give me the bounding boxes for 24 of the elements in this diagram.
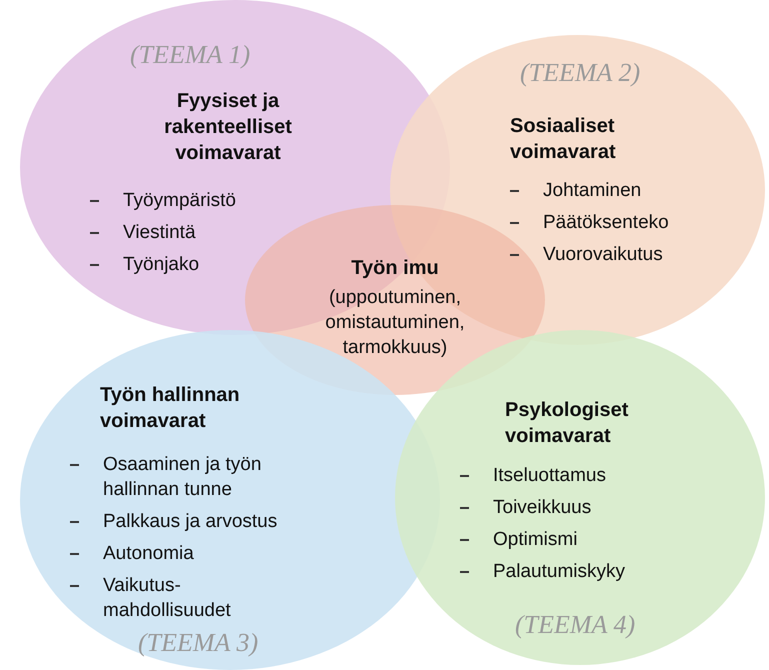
heading: Sosiaaliset voimavarat	[510, 114, 617, 165]
description-text: (uppoutuminen, omistautuminen, tarmokkuus)	[324, 286, 466, 360]
list-item: Palkkaus ja arvostus	[103, 510, 278, 534]
list-item: Työympäristö	[123, 189, 236, 213]
list-item: Työnjako	[123, 253, 200, 277]
theme-label: (TEEMA 1)	[130, 40, 250, 70]
heading: Työn imu	[350, 256, 440, 281]
theme-label: (TEEMA 3)	[138, 628, 258, 658]
list-item: Vaikutus- mahdollisuudet	[103, 574, 232, 623]
theme-label: (TEEMA 4)	[515, 610, 636, 640]
list-item: Optimismi	[493, 528, 578, 552]
list-item: Toiveikkuus	[493, 496, 592, 520]
list-item: Johtaminen	[543, 179, 642, 203]
list-item: Vuorovaikutus	[543, 243, 663, 267]
list-item: Päätöksenteko	[543, 211, 669, 235]
list-item: Osaaminen ja työn hallinnan tunne	[103, 453, 262, 502]
heading: Työn hallinnan voimavarat	[100, 383, 241, 434]
theme-label: (TEEMA 2)	[520, 58, 640, 88]
list-item: Autonomia	[103, 542, 194, 566]
heading: Psykologiset voimavarat	[505, 398, 630, 449]
heading: Fyysiset ja rakenteelliset voimavarat	[163, 89, 293, 166]
list-item: Palautumiskyky	[493, 560, 625, 584]
list-item: Itseluottamus	[493, 464, 606, 488]
list-item: Viestintä	[123, 221, 196, 245]
